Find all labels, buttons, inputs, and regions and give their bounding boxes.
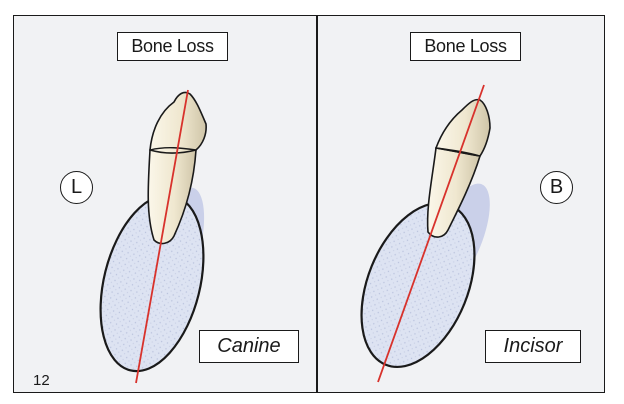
right-tooth-label-incisor: Incisor: [485, 330, 581, 363]
incisor-tooth-crown: [436, 100, 490, 156]
incisor-group: [339, 85, 502, 383]
left-side-marker-l: L: [60, 171, 93, 204]
page-number: 12: [33, 372, 50, 389]
right-side-marker-b: B: [540, 171, 573, 204]
left-bone-loss-label: Bone Loss: [117, 32, 228, 61]
right-bone-loss-label: Bone Loss: [410, 32, 521, 61]
left-tooth-label-canine: Canine: [199, 330, 299, 363]
